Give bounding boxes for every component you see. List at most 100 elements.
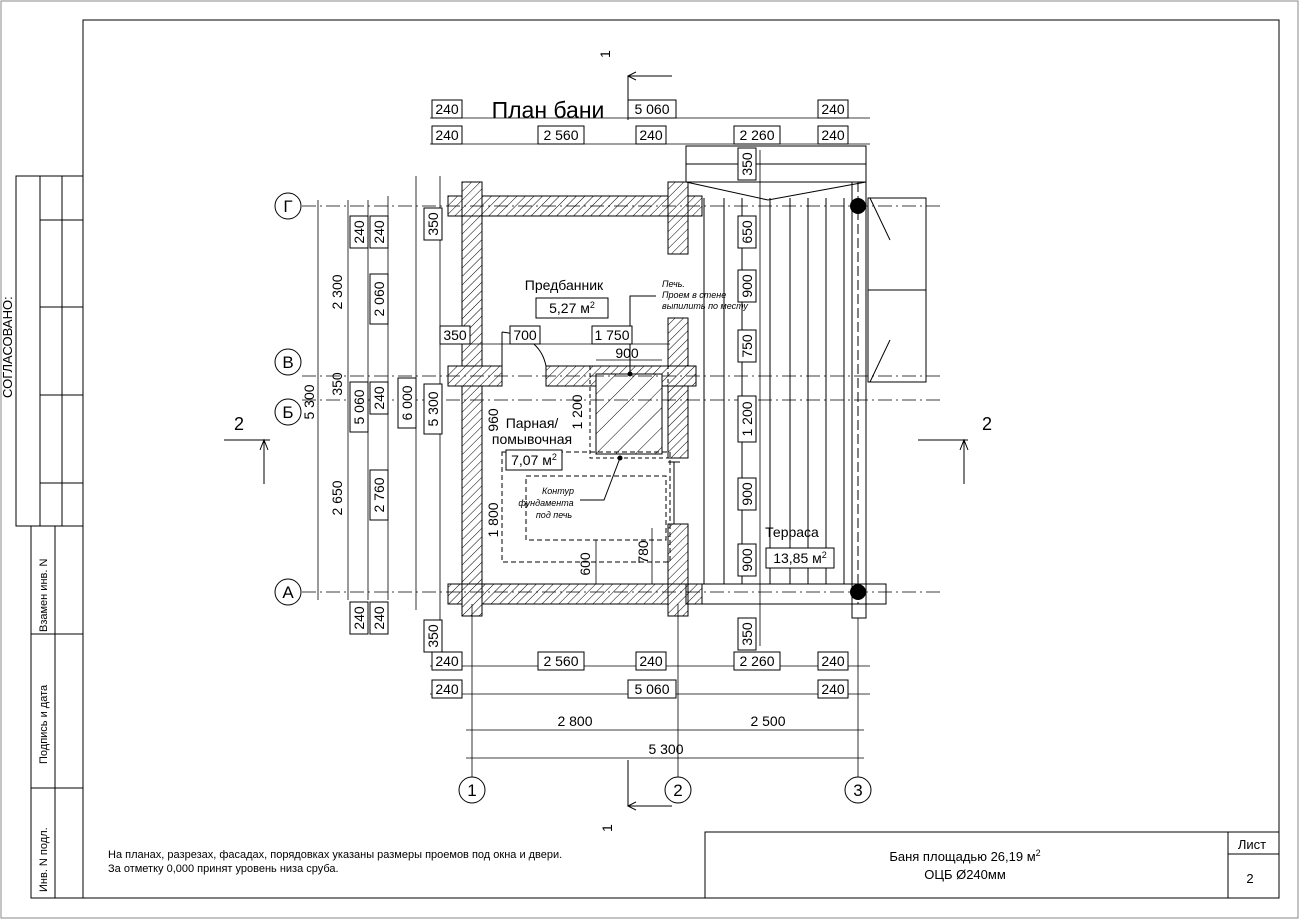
room-parnaya-name-2: помывочная	[492, 431, 572, 447]
dim-int-1: 350	[443, 327, 467, 343]
dim-int-6: 1 200	[569, 394, 585, 429]
dim-axis-3: 5 300	[648, 741, 683, 757]
dim-int-3: 1 750	[594, 327, 629, 343]
dim-int-4: 900	[615, 345, 639, 361]
dim-ter-3: 900	[739, 274, 755, 298]
room-predbannik-area: 5,27 м2	[549, 300, 595, 316]
approval-label: СОГЛАСОВАНО:	[0, 296, 15, 398]
dim-bot1-3: 240	[639, 653, 663, 669]
title-block-title: Баня площадью 26,19 м2	[889, 848, 1040, 864]
axis-v: В	[282, 353, 293, 372]
dim-left-c-1: 240	[351, 220, 367, 244]
dim-ter-1: 350	[739, 152, 755, 176]
dim-ter-2: 650	[739, 220, 755, 244]
stove	[501, 295, 671, 563]
dim-top2-3: 240	[639, 127, 663, 143]
sheet-number: 2	[1246, 871, 1253, 886]
axis-1: 1	[467, 781, 476, 800]
dim-left-b-2: 2 060	[371, 281, 387, 316]
dim-left-small-1: 350	[425, 212, 441, 236]
top-dimensions: 240 5 060 240 240 2 560 240 2 260 240	[431, 99, 849, 145]
bottom-dimensions: 240 2 560 240 2 260 240 240 5 060 240 2 …	[431, 651, 849, 757]
contour-note-1: Контур	[542, 486, 574, 496]
title-block	[704, 831, 1280, 899]
note-line-2: За отметку 0,000 принят уровень низа сру…	[108, 863, 339, 875]
section-mark-left: 2	[234, 414, 244, 434]
dim-top1-3: 240	[821, 101, 845, 117]
dim-top2-5: 240	[821, 127, 845, 143]
dim-top2-4: 2 260	[739, 127, 774, 143]
sheet-label: Лист	[1238, 837, 1266, 852]
dim-bot1-5: 240	[821, 653, 845, 669]
dim-ter-4: 750	[739, 334, 755, 358]
room-parnaya-area: 7,07 м2	[511, 452, 557, 468]
dim-int-2: 700	[513, 327, 537, 343]
room-predbannik: Предбанник 5,27 м2	[525, 277, 609, 319]
dim-bot1-1: 240	[435, 653, 459, 669]
room-predbannik-name: Предбанник	[525, 277, 604, 293]
section-marks	[224, 71, 969, 811]
room-terrasa: Терраса 13,85 м2	[765, 524, 835, 569]
dim-ter-8: 350	[739, 622, 755, 646]
axis-bubbles	[274, 192, 872, 804]
dim-left-a-1: 2 300	[329, 274, 345, 309]
dim-axis-2: 2 500	[750, 713, 785, 729]
dim-bot2-2: 5 060	[634, 681, 669, 697]
room-terrasa-area: 13,85 м2	[773, 550, 827, 566]
section-mark-top: 1	[597, 50, 613, 58]
dim-bot1-4: 2 260	[739, 653, 774, 669]
room-terrasa-name: Терраса	[765, 524, 819, 540]
dim-left-small-2: 350	[425, 624, 441, 648]
axis-a: А	[282, 583, 294, 602]
dim-left-mid: 5 300	[425, 391, 441, 426]
axis-3: 3	[853, 781, 862, 800]
dim-ter-6: 900	[739, 482, 755, 506]
room-parnaya-name-1: Парная/	[506, 415, 559, 431]
dim-int-5: 960	[485, 408, 501, 432]
dim-bot2-3: 240	[821, 681, 845, 697]
section-mark-bottom: 1	[599, 824, 615, 832]
section-mark-right: 2	[982, 414, 992, 434]
axis-2: 2	[673, 781, 682, 800]
contour-note-3: под печь	[536, 510, 573, 520]
stamp-signature-date: Подпись и дата	[38, 684, 50, 764]
dim-top1-1: 240	[435, 101, 459, 117]
axis-b: Б	[282, 403, 293, 422]
dim-left-c-3: 240	[351, 606, 367, 630]
interior-dimensions: 350 700 1 750 900 960 1 200 1 800 600 78…	[439, 325, 670, 584]
stamp-replaced-inv: Взамен инв. N	[38, 559, 50, 632]
axis-stems	[471, 604, 859, 777]
dim-left-a-2: 350	[329, 372, 345, 396]
contour-note-2: фундамента	[518, 498, 573, 508]
dim-bot2-1: 240	[435, 681, 459, 697]
dim-axis-1: 2 800	[557, 713, 592, 729]
left-dimensions: 2 300 350 2 650 5 300 240 5 060 240 240 …	[301, 207, 443, 653]
terrace-boards	[703, 198, 845, 584]
dim-top2-1: 240	[435, 127, 459, 143]
dim-top1-2: 5 060	[634, 101, 669, 117]
terrace	[685, 145, 927, 619]
dim-left-b-5: 240	[371, 606, 387, 630]
dim-bot1-2: 2 560	[543, 653, 578, 669]
stove-note-1: Печь.	[662, 279, 685, 289]
stamp-inv-original: Инв. N подл.	[38, 827, 50, 892]
room-parnaya: Парная/ помывочная 7,07 м2	[492, 415, 572, 471]
dim-top2-2: 2 560	[543, 127, 578, 143]
dim-ter-7: 900	[739, 548, 755, 572]
note-line-1: На планах, разрезах, фасадах, порядовках…	[108, 849, 562, 861]
dim-left-a-3: 2 650	[329, 480, 345, 515]
plan-title: План бани	[492, 97, 605, 123]
contour-note: Контур фундамента под печь	[518, 486, 574, 520]
dim-int-7: 1 800	[485, 502, 501, 537]
dim-ter-5: 1 200	[739, 401, 755, 436]
dim-left-b-4: 2 760	[371, 477, 387, 512]
stove-note: Печь. Проем в стене выпилить по месту	[662, 279, 748, 311]
dim-left-outer: 6 000	[399, 385, 415, 420]
dim-left-b-1: 240	[371, 220, 387, 244]
dim-left-tall: 5 300	[301, 384, 317, 419]
dim-int-8: 600	[577, 552, 593, 576]
terrace-dimensions: 350 650 900 750 1 200 900 900 350	[737, 147, 757, 651]
axis-g: Г	[283, 197, 292, 216]
